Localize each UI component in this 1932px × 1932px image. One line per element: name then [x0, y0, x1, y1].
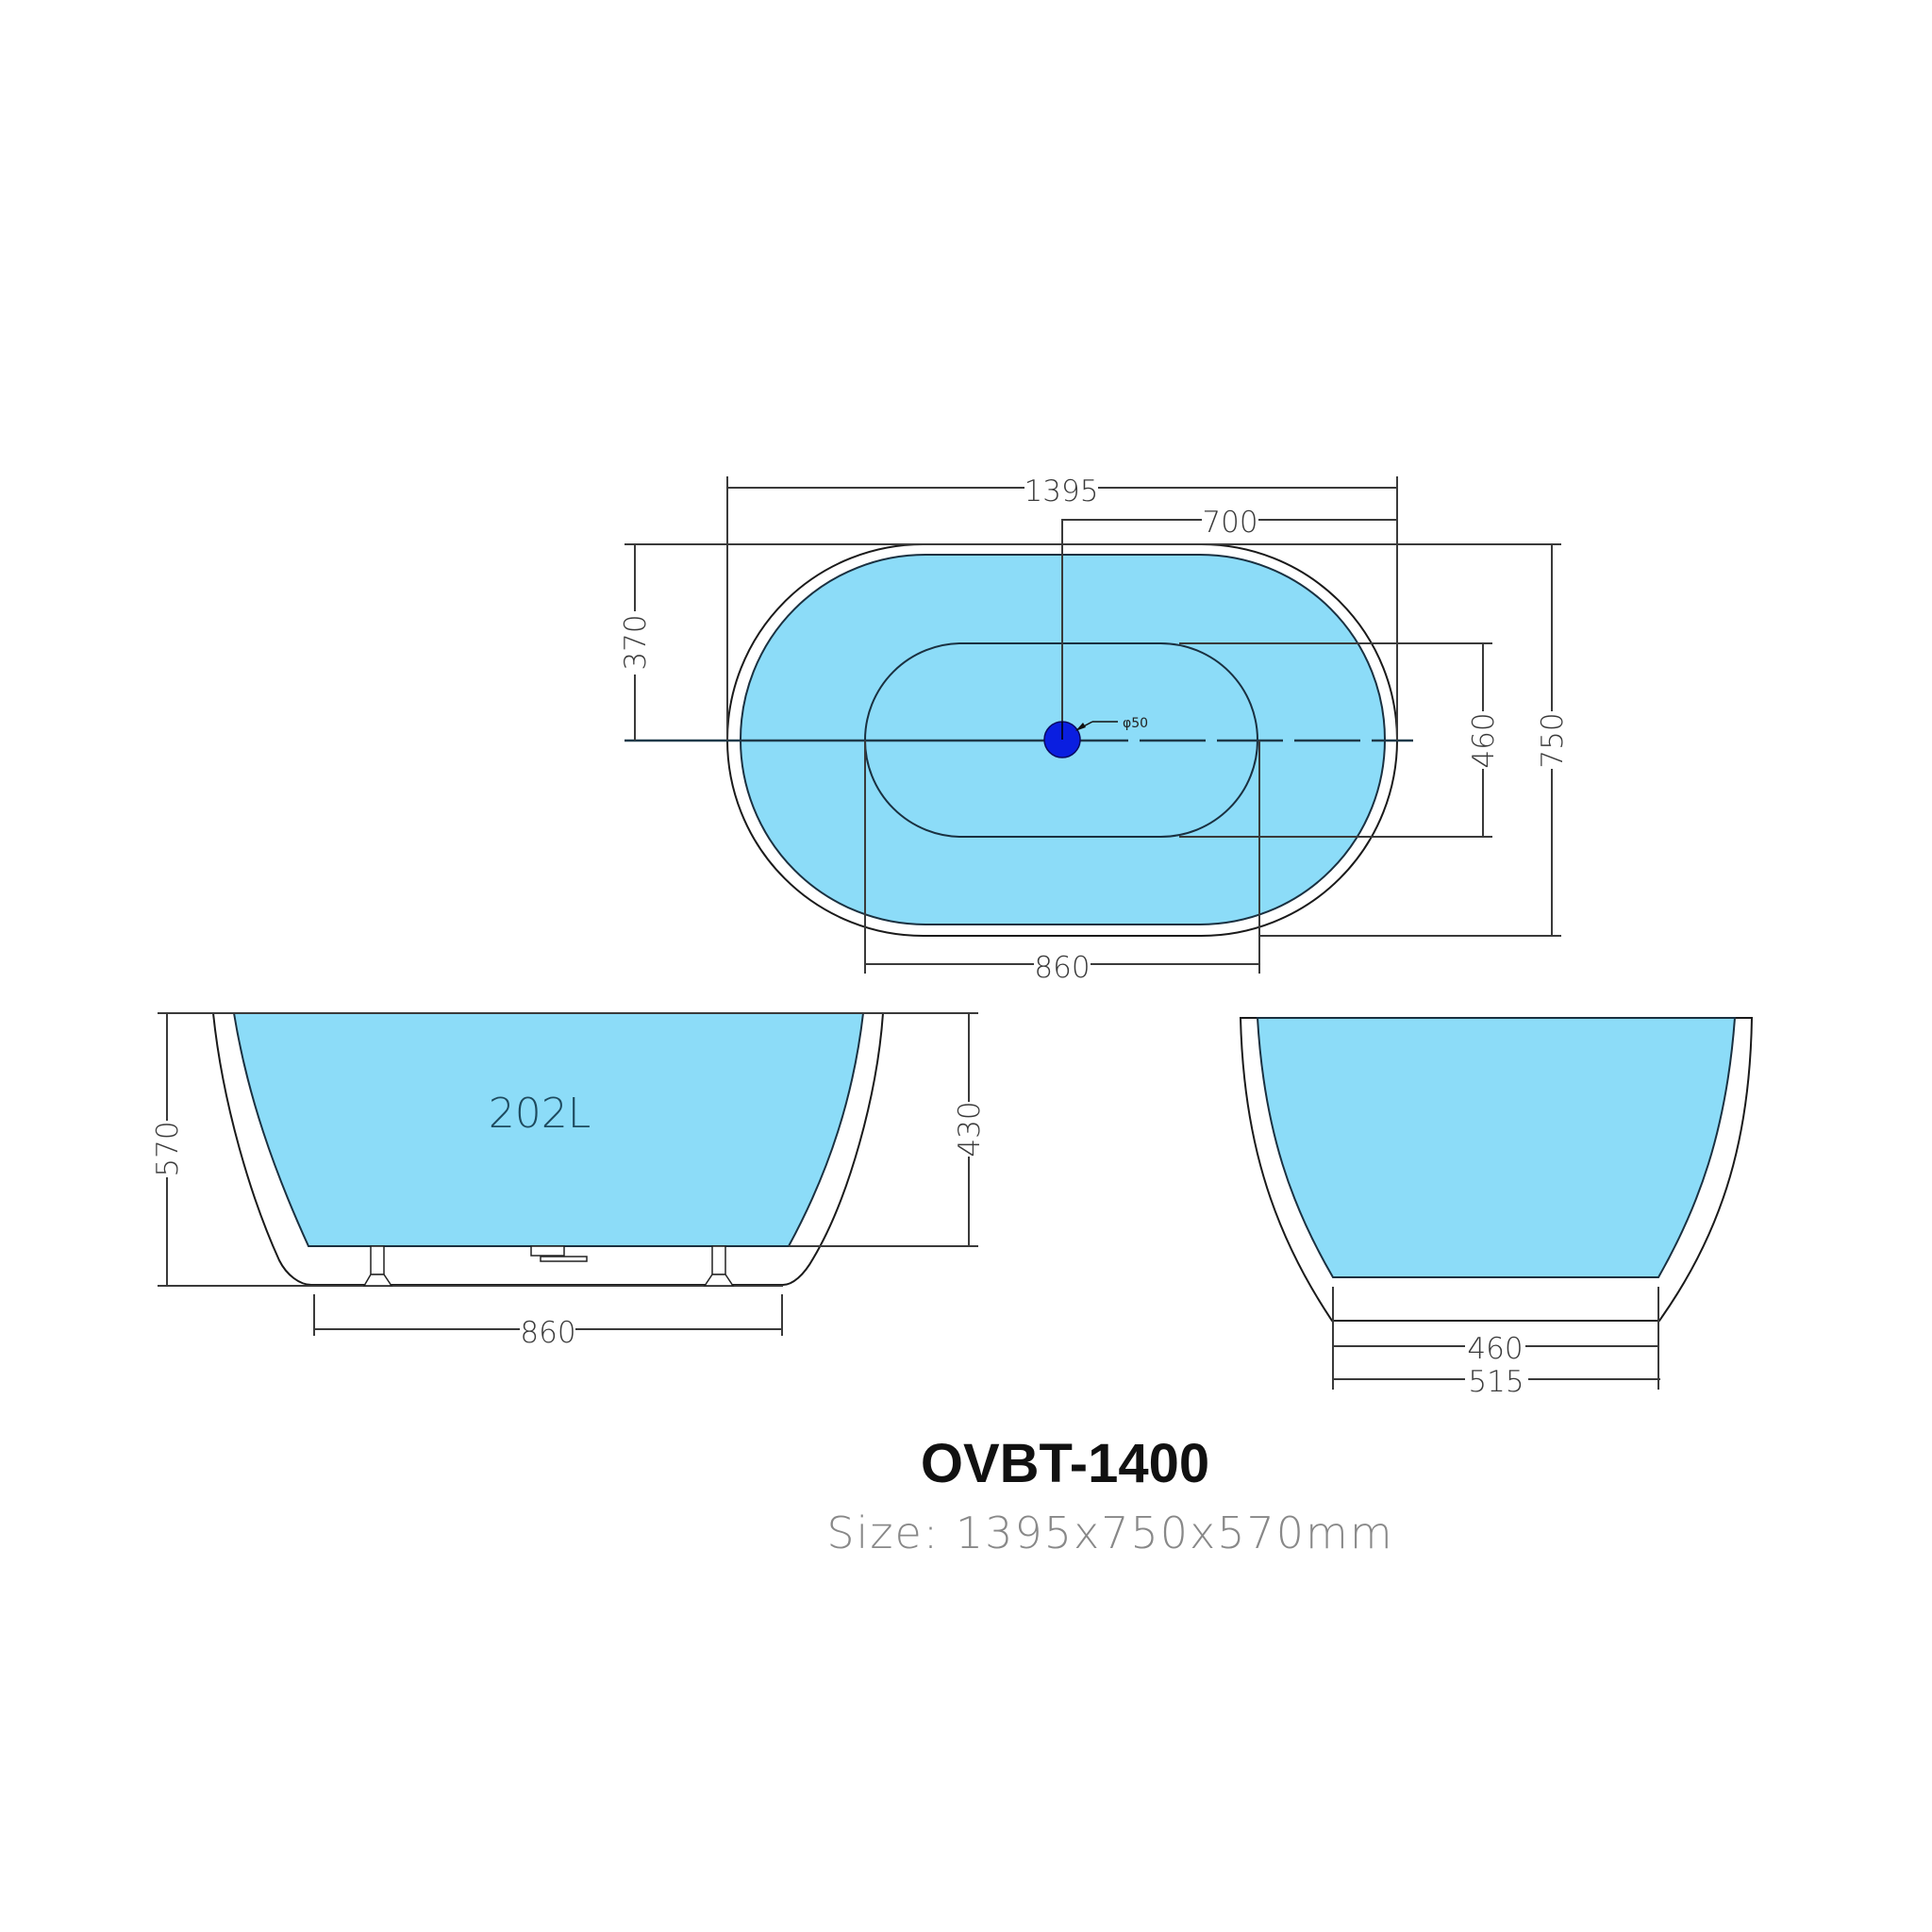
- volume-label: 202L: [489, 1090, 591, 1138]
- model-name: OVBT-1400: [920, 1433, 1210, 1494]
- waste-fitting-icon: [530, 1245, 588, 1262]
- end-view-water: [1256, 1017, 1737, 1278]
- dim-overall-length: 1395: [1024, 475, 1099, 508]
- dim-inner-length: 860: [1034, 951, 1090, 985]
- side-view: 202L 570 430 860: [151, 1012, 987, 1350]
- dim-water-depth: 430: [953, 1101, 987, 1157]
- model-title: OVBT-1400: [0, 1432, 1932, 1495]
- dim-inner-base-width: 460: [1467, 1332, 1523, 1366]
- drain-leader-arrow-icon: [1075, 723, 1086, 731]
- drain-diameter-label: φ50: [1123, 716, 1148, 731]
- left-leg-icon: [362, 1245, 393, 1287]
- right-leg-icon: [703, 1245, 735, 1287]
- size-label: Size: 1395x750x570mm: [826, 1507, 1394, 1558]
- dim-inner-width: 460: [1467, 712, 1501, 768]
- dim-drain-offset: 700: [1202, 506, 1257, 540]
- dim-half-width: 370: [619, 614, 653, 670]
- end-view: 460 515: [1239, 1017, 1754, 1399]
- top-view: 1395 700 370 460 750 860 φ50: [619, 475, 1570, 985]
- size-subtitle: Size: 1395x750x570mm: [0, 1507, 1932, 1558]
- dim-overall-height: 570: [151, 1121, 185, 1176]
- dim-base-length: 860: [520, 1316, 575, 1350]
- dim-outer-base-width: 515: [1468, 1365, 1524, 1399]
- dim-overall-width: 750: [1536, 712, 1570, 768]
